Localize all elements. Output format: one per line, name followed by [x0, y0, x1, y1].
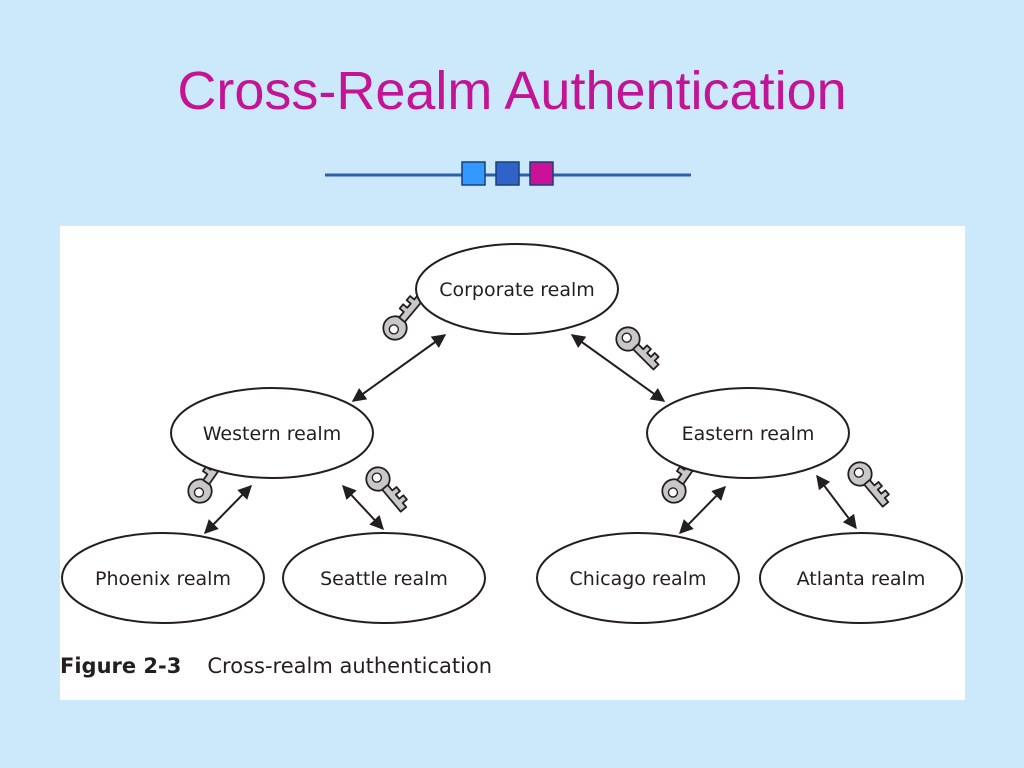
node-label: Western realm — [203, 423, 341, 445]
arrow-western-seattle — [342, 484, 384, 531]
figure-caption: Figure 2-3 Cross-realm authentication — [60, 654, 492, 678]
arrow-eastern-chicago — [679, 485, 726, 535]
arrow-corporate-western — [351, 334, 447, 402]
key-icon — [842, 456, 896, 513]
divider-square-1 — [461, 161, 486, 186]
node-phoenix-realm: Phoenix realm — [61, 532, 265, 624]
node-eastern-realm: Eastern realm — [646, 387, 850, 479]
divider-square-3 — [529, 161, 554, 186]
node-label: Phoenix realm — [95, 568, 231, 590]
node-chicago-realm: Chicago realm — [536, 532, 740, 624]
key-icon — [610, 321, 666, 377]
figure-number: Figure 2-3 — [60, 654, 182, 678]
slide-title: Cross-Realm Authentication — [177, 61, 847, 121]
node-western-realm: Western realm — [170, 387, 374, 479]
node-label: Corporate realm — [439, 279, 595, 301]
realm-diagram: Corporate realm Western realm Eastern re… — [61, 243, 963, 624]
divider-square-2 — [495, 161, 520, 186]
node-seattle-realm: Seattle realm — [282, 532, 486, 624]
figure-panel: Corporate realm Western realm Eastern re… — [60, 226, 965, 700]
arrow-western-phoenix — [204, 484, 252, 535]
node-atlanta-realm: Atlanta realm — [759, 532, 963, 624]
node-label: Atlanta realm — [797, 568, 926, 590]
arrow-eastern-atlanta — [816, 474, 857, 530]
figure-caption-text: Cross-realm authentication — [207, 654, 493, 678]
key-icon — [360, 461, 414, 518]
title-divider — [325, 161, 691, 186]
node-label: Eastern realm — [682, 423, 815, 445]
node-label: Chicago realm — [570, 568, 707, 590]
node-label: Seattle realm — [320, 568, 448, 590]
arrow-corporate-eastern — [570, 334, 666, 402]
node-corporate-realm: Corporate realm — [415, 243, 619, 335]
